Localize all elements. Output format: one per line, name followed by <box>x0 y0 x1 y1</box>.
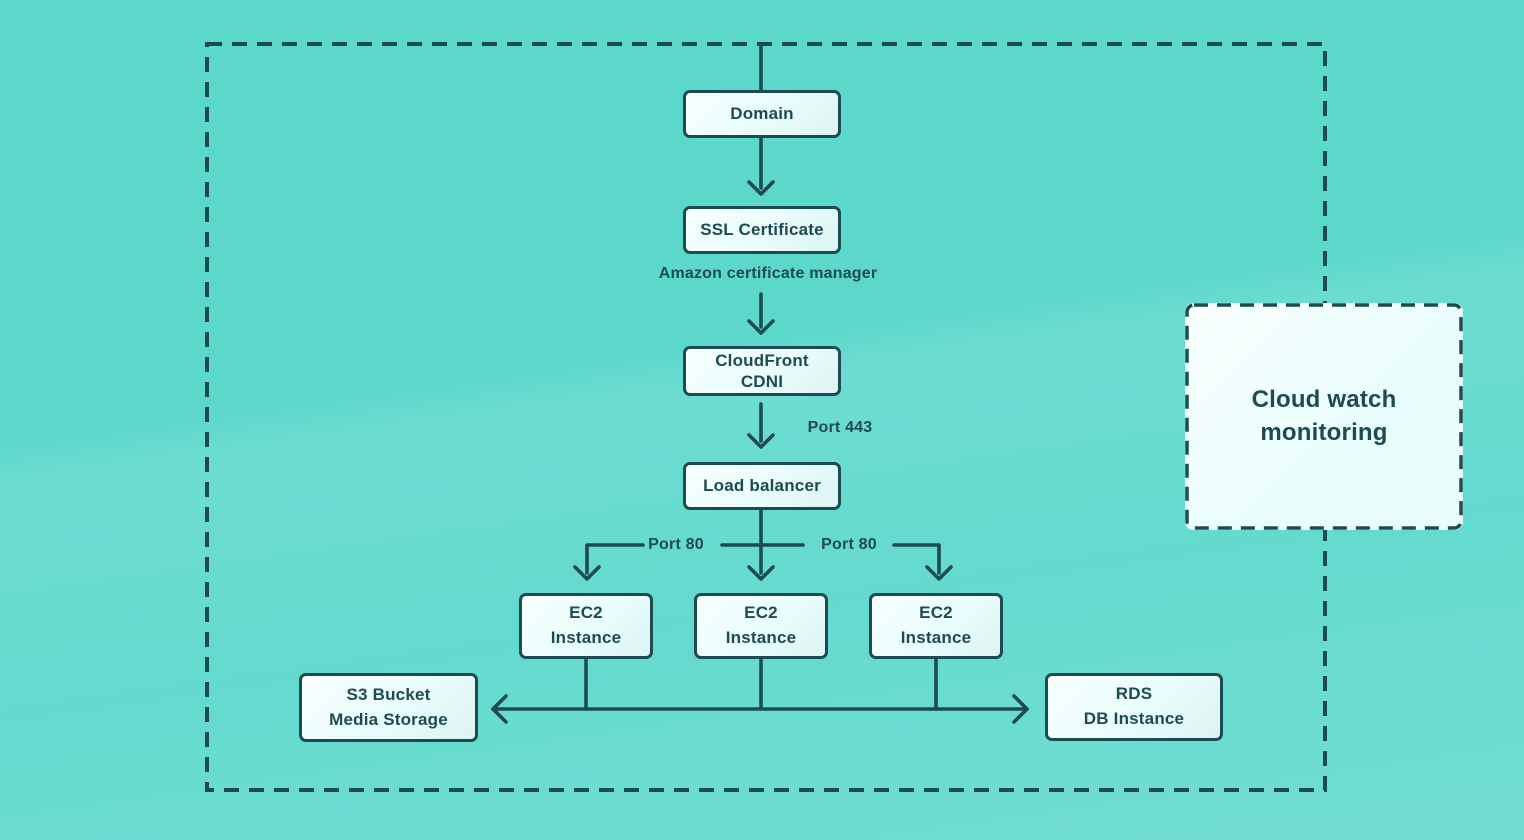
node-label-line1: EC2 <box>744 603 778 623</box>
node-label-line1: EC2 <box>569 603 603 623</box>
node-label-line1: Cloud watch <box>1251 386 1397 414</box>
node-label-line2: Instance <box>725 628 797 647</box>
arrow-down-icon <box>573 565 601 581</box>
node-label-line2: Media Storage <box>329 709 448 729</box>
node-label: Load balancer <box>703 475 821 495</box>
branch-right-line <box>892 543 941 575</box>
arrow-down-icon <box>747 180 775 196</box>
node-s3-bucket: S3 Bucket Media Storage <box>299 673 478 742</box>
node-label-line2: CDNI <box>740 372 784 391</box>
arrow-down-icon <box>747 319 775 335</box>
node-cloudwatch-monitoring: Cloud watch monitoring <box>1185 303 1463 530</box>
vpc-dashed-boundary <box>205 42 1327 792</box>
node-ec2-instance-3: EC2 Instance <box>869 593 1003 659</box>
node-load-balancer: Load balancer <box>683 462 841 510</box>
arrow-down-icon <box>925 565 953 581</box>
node-ec2-instance-1: EC2 Instance <box>519 593 653 659</box>
node-ec2-instance-2: EC2 Instance <box>694 593 828 659</box>
node-label-line1: EC2 <box>919 603 953 623</box>
cloudwatch-dashed-border <box>1185 303 1463 530</box>
certificate-manager-note: Amazon certificate manager <box>658 265 878 282</box>
arrow-left-icon <box>491 694 508 724</box>
node-rds-db-instance: RDS DB Instance <box>1045 673 1223 741</box>
node-label-line2: Instance <box>550 628 622 647</box>
port-443-label: Port 443 <box>807 419 873 436</box>
node-label-line2: DB Instance <box>1083 709 1185 728</box>
node-domain: Domain <box>683 90 841 138</box>
node-label-line1: RDS <box>1115 684 1153 704</box>
node-label-line1: CloudFront <box>715 350 809 370</box>
branch-left-line <box>585 543 645 575</box>
node-label-line1: S3 Bucket <box>346 684 431 704</box>
node-label: SSL Certificate <box>700 219 824 239</box>
node-label-line2: monitoring <box>1260 418 1388 446</box>
port-80-left-label: Port 80 <box>648 536 704 553</box>
node-label-line2: Instance <box>900 628 972 647</box>
arrow-right-icon <box>1012 694 1029 724</box>
node-ssl-certificate: SSL Certificate <box>683 206 841 254</box>
port-80-right-label: Port 80 <box>821 536 877 553</box>
node-cloudfront-cdn: CloudFront CDNI <box>683 346 841 396</box>
node-label: Domain <box>730 103 794 123</box>
arrow-down-icon <box>747 565 775 581</box>
arrow-down-icon <box>747 433 775 449</box>
